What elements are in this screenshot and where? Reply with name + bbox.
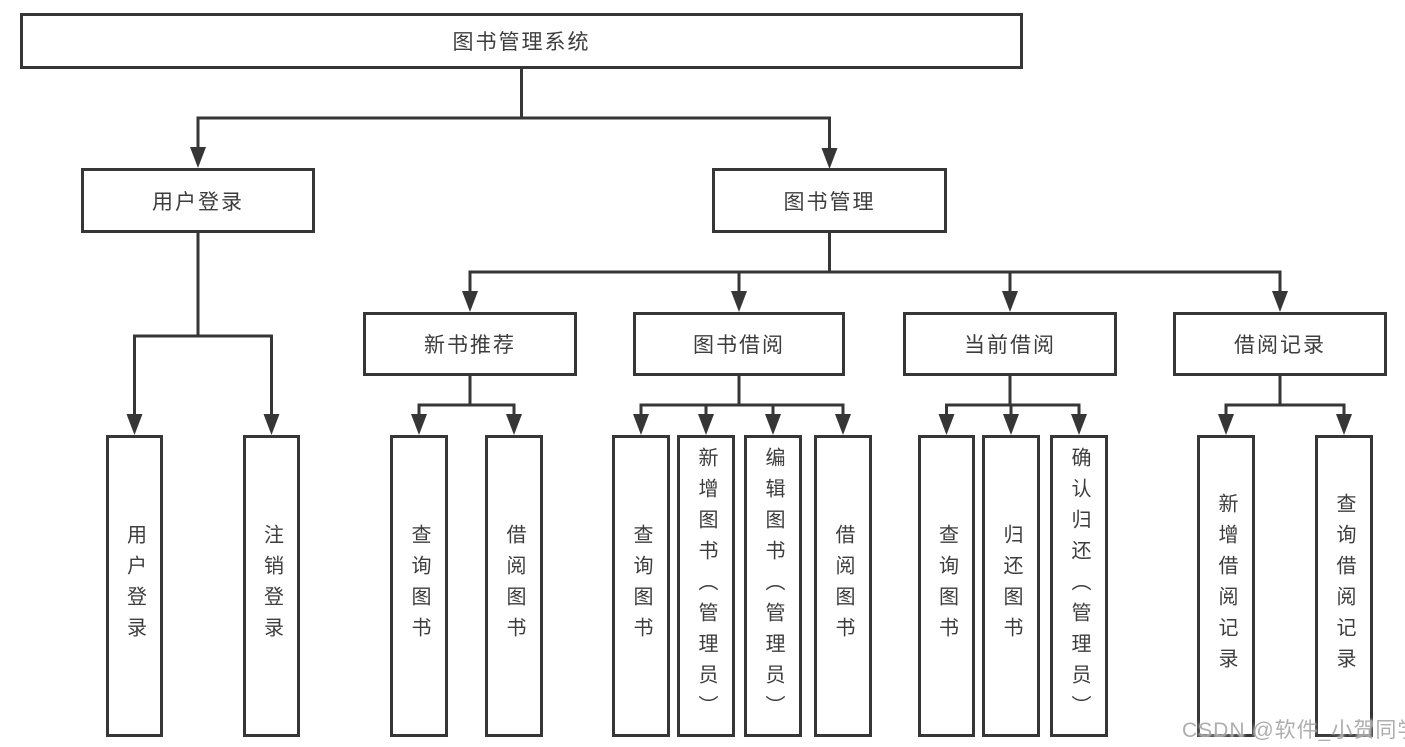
leaf-edit-book-admin: 编辑图书（管理员） bbox=[744, 435, 802, 737]
leaf-borrow-borrow-books: 借阅图书 bbox=[814, 435, 872, 737]
leaf-confirm-return-admin-label: 确认归还（管理员） bbox=[1068, 446, 1090, 726]
node-user-login: 用户登录 bbox=[81, 168, 315, 233]
node-book-borrow-label: 图书借阅 bbox=[693, 334, 785, 357]
leaf-add-book-admin: 新增图书（管理员） bbox=[677, 435, 735, 737]
node-root-label: 图书管理系统 bbox=[452, 31, 591, 54]
leaf-current-query-books: 查询图书 bbox=[918, 435, 975, 737]
node-current-borrow-label: 当前借阅 bbox=[964, 334, 1056, 357]
node-borrow-records: 借阅记录 bbox=[1173, 312, 1387, 376]
leaf-newbooks-query-books-label: 查询图书 bbox=[408, 524, 430, 648]
node-book-management: 图书管理 bbox=[712, 168, 947, 233]
leaf-return-book-label: 归还图书 bbox=[1000, 524, 1022, 648]
leaf-query-borrow-record-label: 查询借阅记录 bbox=[1333, 493, 1355, 679]
leaf-edit-book-admin-label: 编辑图书（管理员） bbox=[762, 446, 784, 726]
leaf-confirm-return-admin: 确认归还（管理员） bbox=[1050, 435, 1108, 737]
node-book-borrow: 图书借阅 bbox=[633, 312, 845, 376]
leaf-borrow-borrow-books-label: 借阅图书 bbox=[832, 524, 854, 648]
leaf-add-borrow-record-label: 新增借阅记录 bbox=[1215, 493, 1237, 679]
leaf-logout: 注销登录 bbox=[243, 435, 300, 737]
leaf-newbooks-borrow-books-label: 借阅图书 bbox=[503, 524, 525, 648]
leaf-borrow-query-books-label: 查询图书 bbox=[630, 524, 652, 648]
node-book-management-label: 图书管理 bbox=[783, 190, 876, 214]
arrow-down-icons bbox=[126, 147, 1352, 435]
leaf-add-book-admin-label: 新增图书（管理员） bbox=[695, 446, 717, 726]
leaf-borrow-query-books: 查询图书 bbox=[612, 435, 670, 737]
node-current-borrow: 当前借阅 bbox=[903, 312, 1117, 376]
node-new-book-recommend: 新书推荐 bbox=[363, 312, 577, 376]
leaf-newbooks-query-books: 查询图书 bbox=[390, 435, 448, 737]
leaf-add-borrow-record: 新增借阅记录 bbox=[1197, 435, 1255, 737]
leaf-newbooks-borrow-books: 借阅图书 bbox=[485, 435, 543, 737]
leaf-return-book: 归还图书 bbox=[982, 435, 1040, 737]
leaf-logout-label: 注销登录 bbox=[260, 524, 283, 648]
node-borrow-records-label: 借阅记录 bbox=[1234, 334, 1326, 357]
node-root: 图书管理系统 bbox=[20, 13, 1023, 69]
leaf-user-login-label: 用户登录 bbox=[123, 524, 146, 648]
leaf-query-borrow-record: 查询借阅记录 bbox=[1315, 435, 1373, 737]
csdn-watermark: CSDN @软件_小贺同学 bbox=[1182, 719, 1405, 742]
node-new-book-recommend-label: 新书推荐 bbox=[424, 334, 516, 357]
leaf-current-query-books-label: 查询图书 bbox=[935, 524, 958, 648]
node-user-login-label: 用户登录 bbox=[152, 190, 244, 214]
leaf-user-login: 用户登录 bbox=[106, 435, 163, 737]
